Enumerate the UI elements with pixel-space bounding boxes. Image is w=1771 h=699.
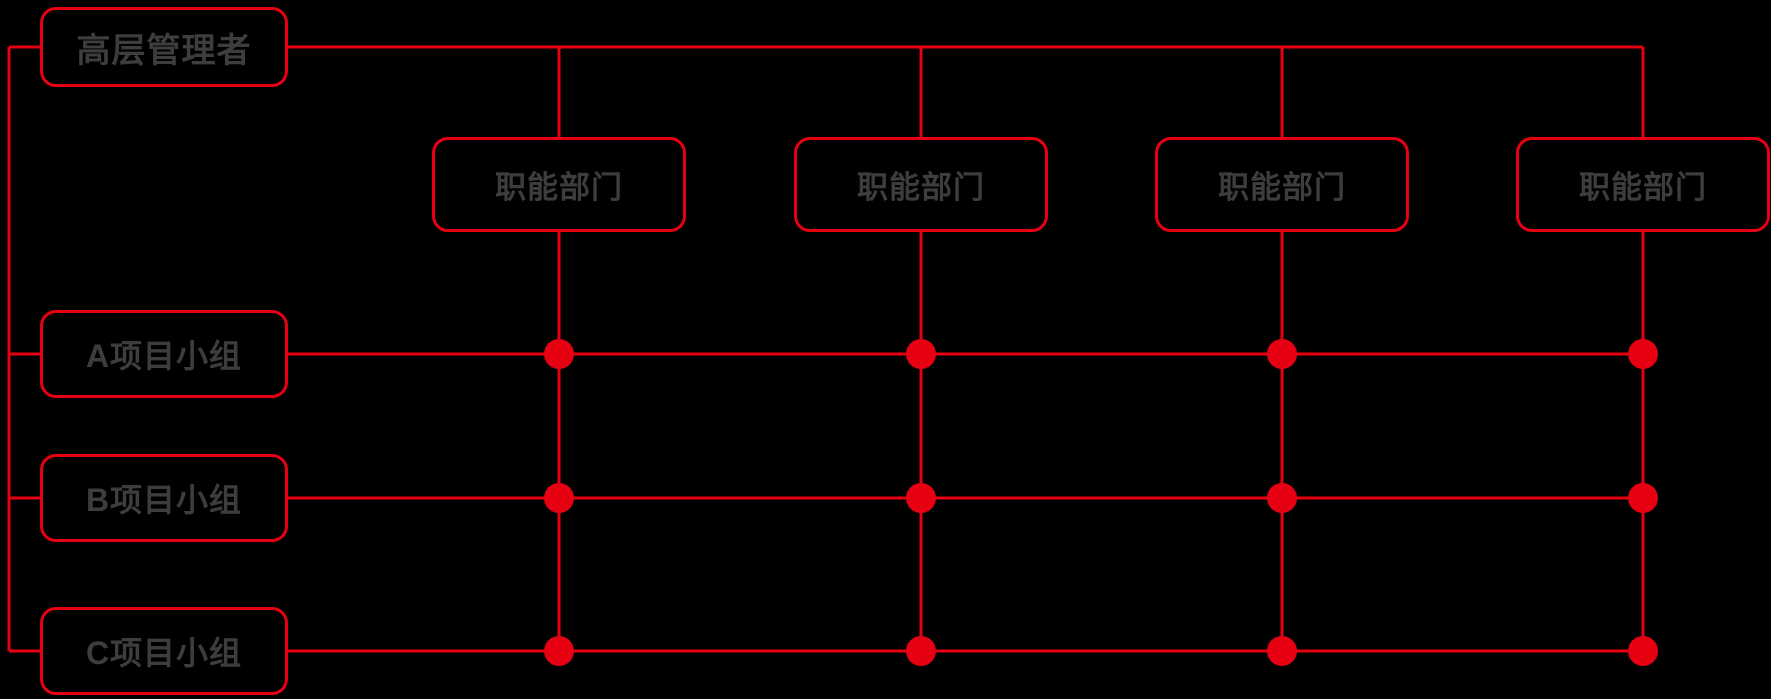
node-project-team-b: B项目小组 [40,454,288,542]
node-functional-dept-4-label: 职能部门 [1579,170,1707,205]
node-functional-dept-2: 职能部门 [794,137,1048,232]
intersection-dot [906,636,936,666]
intersection-dot [544,483,574,513]
intersection-dot [544,636,574,666]
node-functional-dept-2-label: 职能部门 [857,170,985,205]
node-functional-dept-1: 职能部门 [432,137,686,232]
intersection-dot [1267,483,1297,513]
node-functional-dept-4: 职能部门 [1516,137,1770,232]
node-project-team-a: A项目小组 [40,310,288,398]
node-top-manager: 高层管理者 [40,7,288,87]
intersection-dot [1267,339,1297,369]
intersection-dot [1267,636,1297,666]
intersection-dot [1628,483,1658,513]
node-project-team-c-label: C项目小组 [85,635,243,671]
intersection-dot [1628,339,1658,369]
node-functional-dept-1-label: 职能部门 [495,170,623,205]
node-project-team-b-label: B项目小组 [85,482,243,518]
node-top-manager-label: 高层管理者 [76,31,252,70]
intersection-dot [906,339,936,369]
intersection-dot [544,339,574,369]
node-project-team-a-label: A项目小组 [85,338,243,374]
intersection-dot [906,483,936,513]
node-project-team-c: C项目小组 [40,607,288,695]
node-functional-dept-3: 职能部门 [1155,137,1409,232]
node-functional-dept-3-label: 职能部门 [1218,170,1346,205]
intersection-dot [1628,636,1658,666]
